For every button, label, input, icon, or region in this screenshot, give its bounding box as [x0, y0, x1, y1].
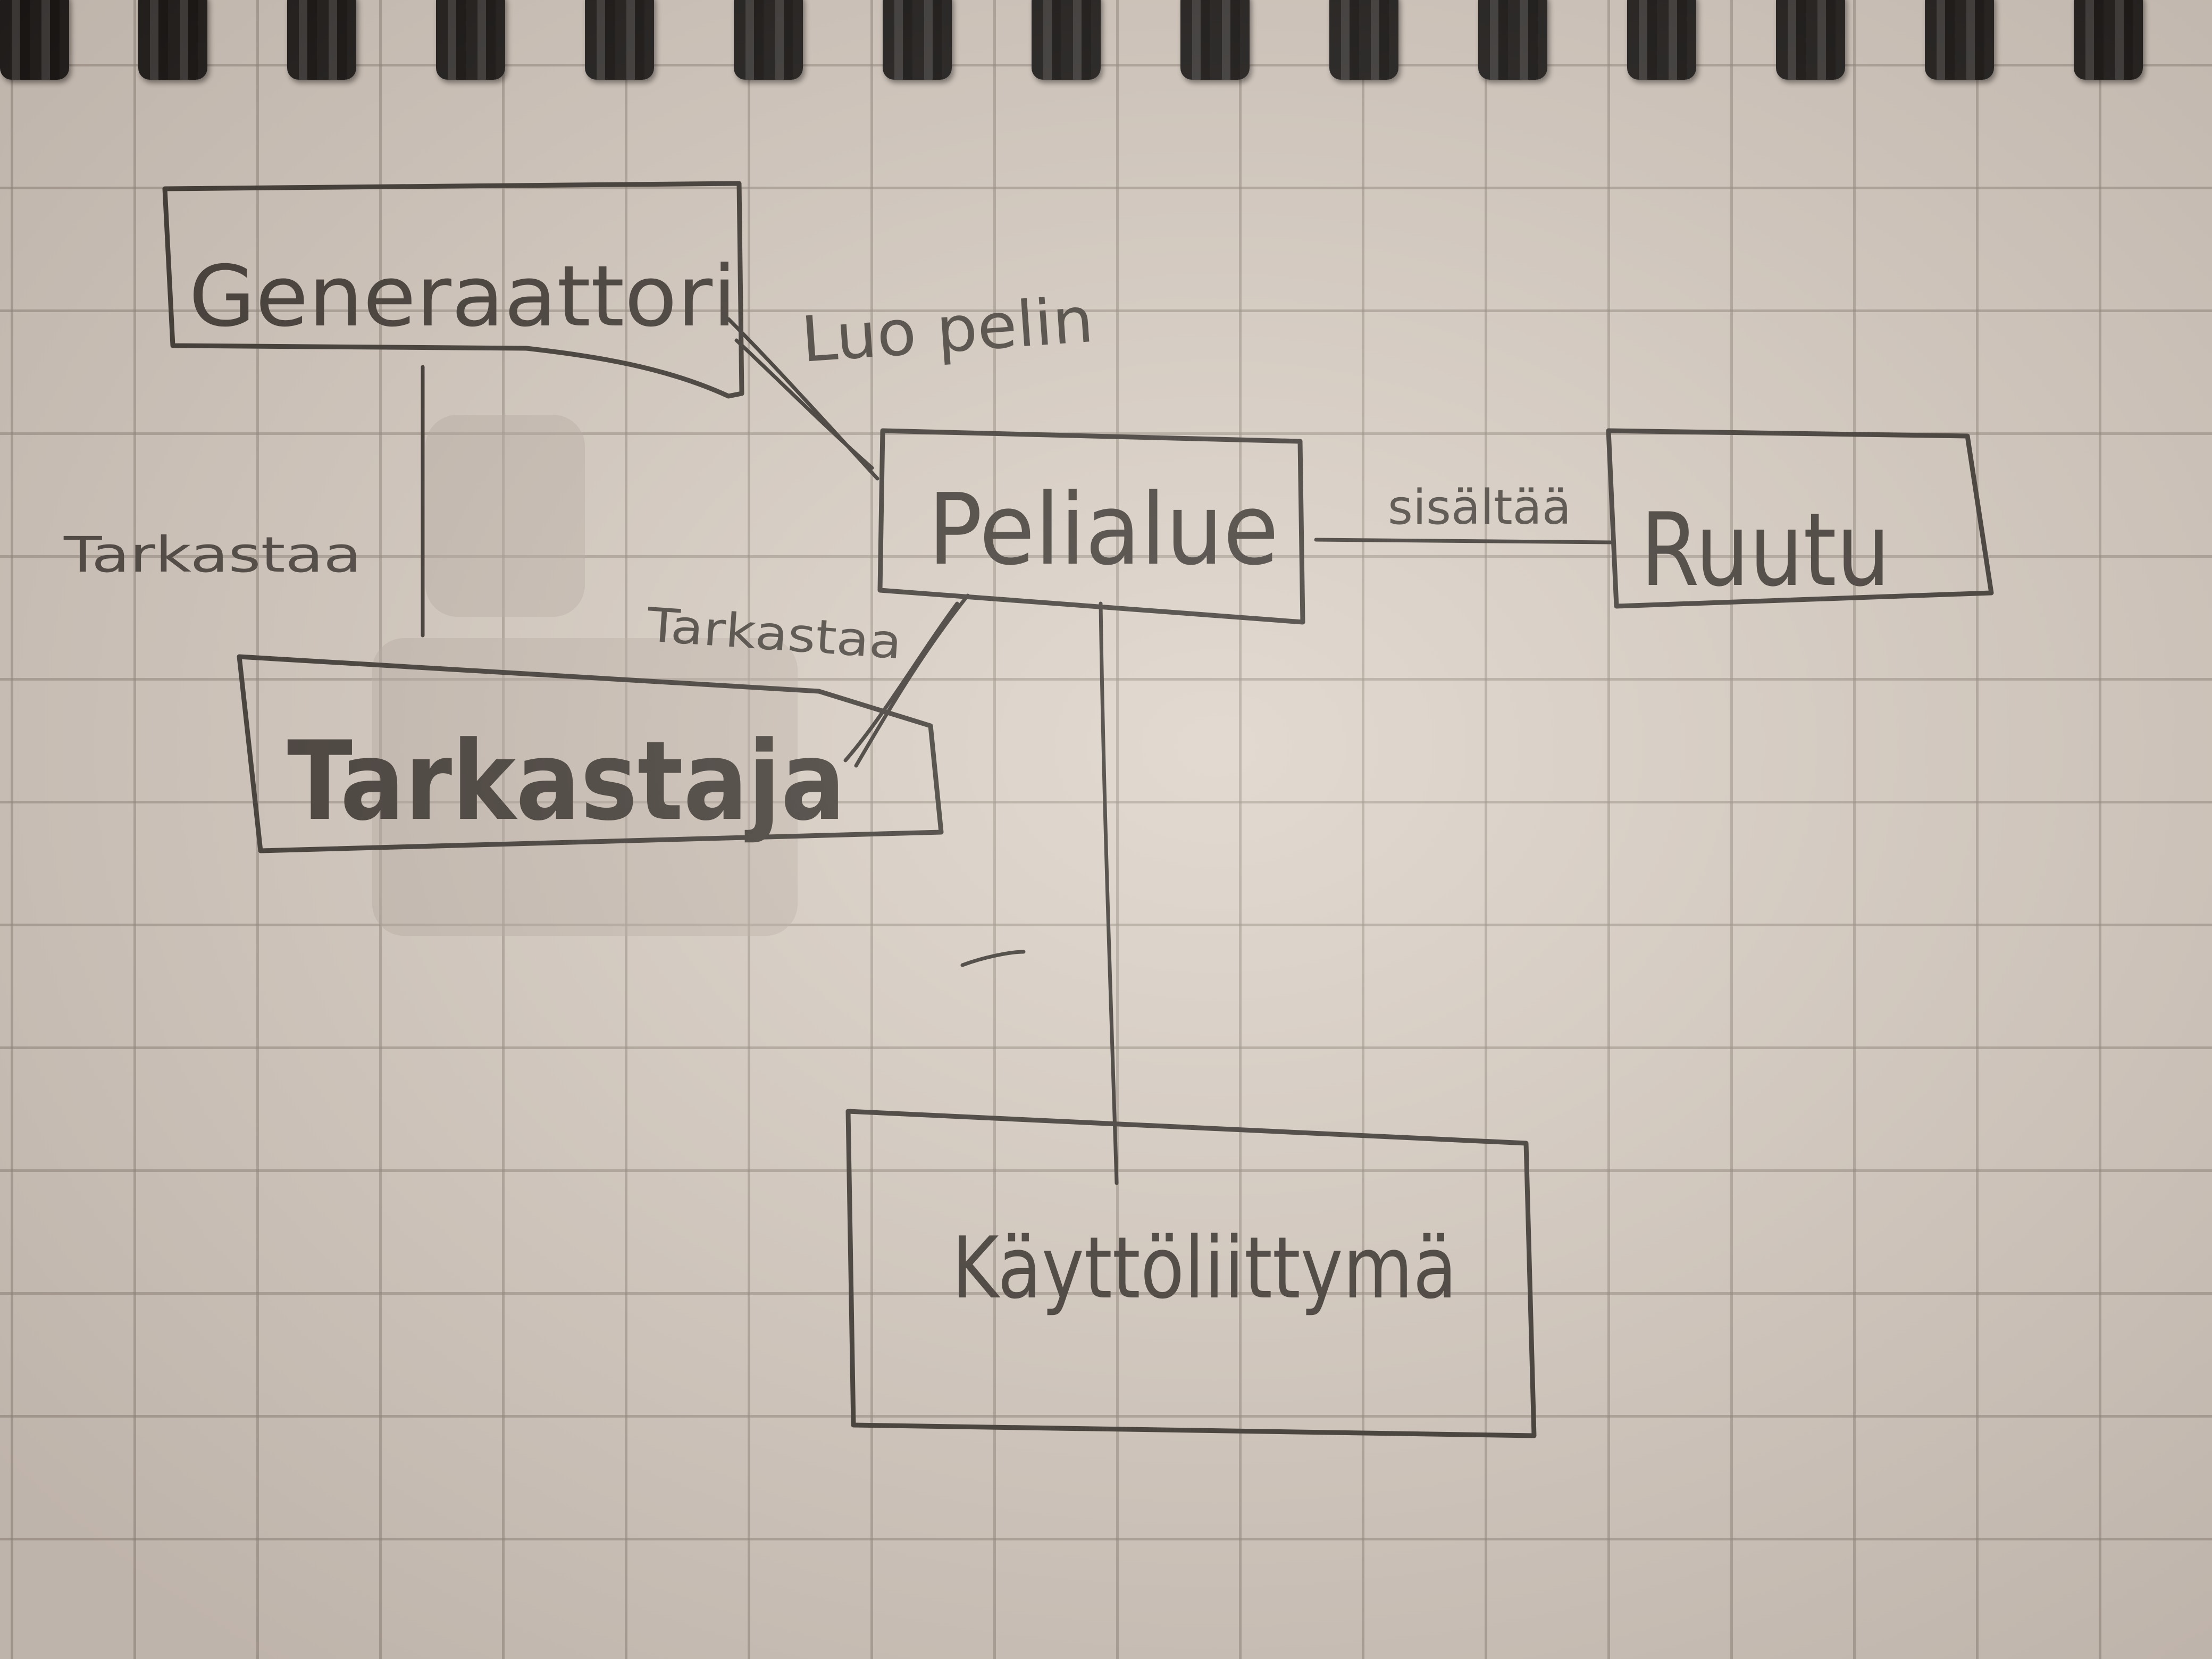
spiral-ring — [0, 0, 69, 80]
spiral-ring — [1776, 0, 1845, 80]
node-tarkastaja: Tarkastaja — [237, 654, 944, 853]
spiral-ring — [883, 0, 952, 80]
node-pelialue-label: Pelialue — [928, 472, 1279, 587]
spiral-ring — [138, 0, 207, 80]
node-kayttoliittyma: Käyttöliittymä — [845, 1109, 1537, 1438]
node-kayttoliittyma-label: Käyttöliittymä — [952, 1218, 1457, 1318]
spiral-ring — [1032, 0, 1101, 80]
spiral-ring — [1925, 0, 1994, 80]
node-tarkastaja-box — [237, 654, 944, 853]
edge-label-luo-pelin: Luo pelin — [799, 283, 1095, 376]
node-ruutu-label: Ruutu — [1640, 491, 1890, 609]
edge-pelialue-ruutu — [1314, 538, 1613, 544]
spiral-ring — [436, 0, 505, 80]
eraser-smudge — [372, 638, 798, 936]
edge-pelialue-tarkastaja — [854, 593, 970, 768]
node-pelialue: Pelialue — [877, 428, 1305, 625]
spiral-ring — [585, 0, 654, 80]
spiral-ring — [1627, 0, 1696, 80]
node-tarkastaja-label: Tarkastaja — [287, 718, 845, 845]
edge-pelialue-kayttoliittyma — [1099, 601, 1119, 1185]
spiral-ring — [1329, 0, 1398, 80]
node-generaattori-label: Generaattori — [189, 248, 736, 346]
spiral-ring — [2074, 0, 2143, 80]
node-generaattori: Generaattori — [162, 181, 744, 399]
node-ruutu-box — [1606, 428, 1994, 609]
node-kayttoliittyma-box — [845, 1109, 1537, 1438]
node-ruutu: Ruutu — [1606, 428, 1994, 609]
spiral-ring — [734, 0, 803, 80]
spiral-ring — [287, 0, 356, 80]
node-generaattori-box — [162, 181, 744, 399]
spiral-binding — [0, 0, 2212, 80]
edge-label-tarkastaa-left: Tarkastaa — [63, 526, 362, 583]
edge-generaattori-pelialue-stroke — [734, 338, 874, 470]
edge-pelialue-tarkastaja-stroke — [843, 601, 959, 763]
spiral-ring — [1180, 0, 1250, 80]
node-pelialue-box — [877, 428, 1305, 625]
eraser-smudge — [425, 415, 585, 617]
edge-label-sisaltaa: sisältää — [1388, 480, 1571, 535]
stray-mark — [960, 950, 1026, 967]
spiral-ring — [1478, 0, 1547, 80]
